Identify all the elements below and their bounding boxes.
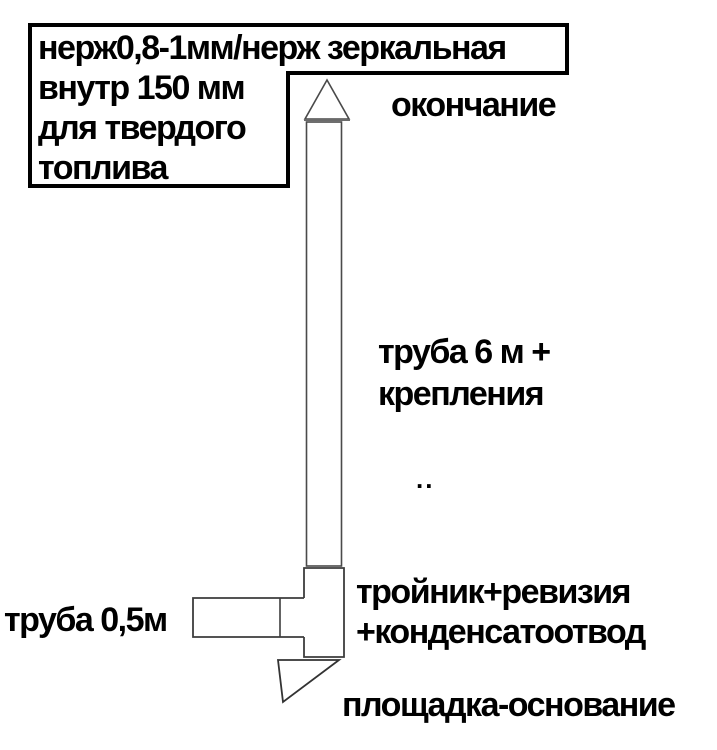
base-bracket-shape — [276, 659, 342, 704]
label-pipe-6m-line2: крепления — [378, 375, 545, 413]
stray-dot-marks: .. — [416, 464, 435, 494]
callout-box — [28, 23, 569, 188]
side-pipe-shape — [192, 597, 304, 638]
label-pipe-6m-line1: труба 6 м + — [378, 333, 551, 371]
spec-line-material: нерж0,8-1мм/нерж зеркальная — [38, 29, 507, 67]
spec-callout-text: нерж0,8-1мм/нерж зеркальная внутр 150 мм… — [38, 28, 507, 188]
label-tee-line1: тройник+ревизия — [356, 573, 632, 611]
label-pipe-6m: труба 6 м + крепления — [378, 331, 551, 415]
label-base-platform: площадка-основание — [342, 686, 676, 724]
label-termination: окончание — [391, 86, 557, 124]
label-tee-line2: +конденсатоотвод — [356, 613, 646, 651]
label-side-pipe: труба 0,5м — [4, 601, 168, 639]
vertical-pipe-shape — [305, 121, 343, 567]
label-tee: тройник+ревизия +конденсатоотвод — [356, 572, 646, 652]
spec-line-fuel-2: топлива — [38, 149, 168, 187]
spec-line-fuel-1: для твердого — [38, 109, 247, 147]
spec-line-diameter: внутр 150 мм — [38, 69, 246, 107]
tee-body-shape — [303, 567, 345, 658]
